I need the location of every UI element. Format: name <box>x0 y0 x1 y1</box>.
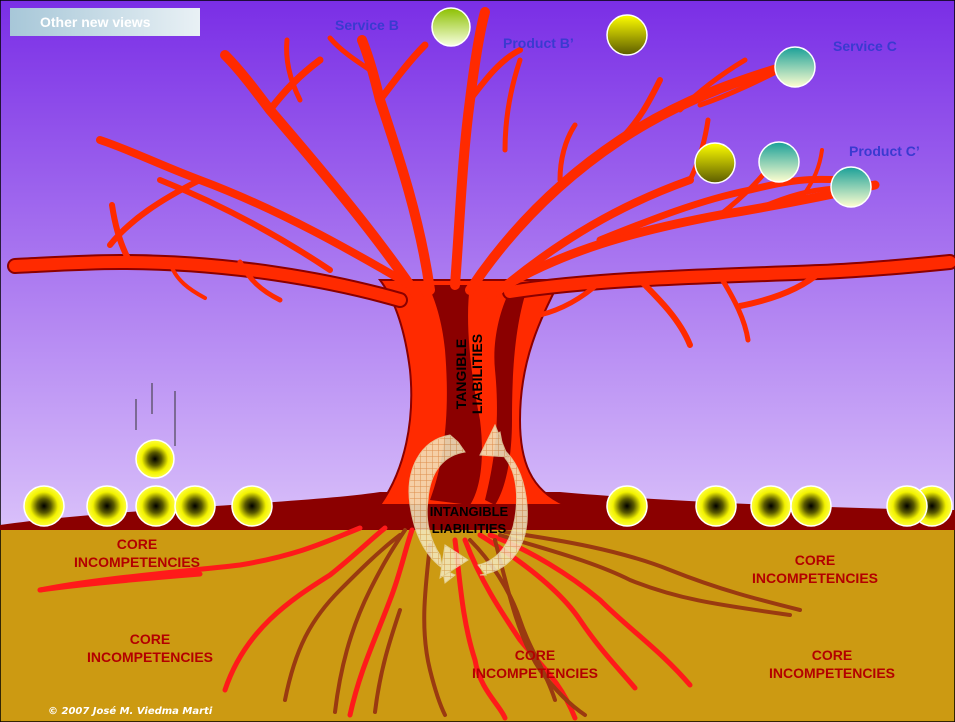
yellow-ball-icon <box>24 486 64 526</box>
yellow-ball-icon <box>136 486 176 526</box>
core-incompetencies-label: CORE INCOMPETENCIES <box>62 535 212 571</box>
core-word: CORE <box>757 646 907 664</box>
tangible-liabilities-label: TANGIBLE LIABILITIES <box>453 310 487 438</box>
core-incompetencies-label: CORE INCOMPETENCIES <box>740 551 890 587</box>
green-fruit-icon <box>432 8 470 46</box>
product-b-label: Product B’ <box>503 35 574 51</box>
teal-fruit-icon <box>775 47 815 87</box>
yellow-ball-icon <box>791 486 831 526</box>
core-word: CORE <box>460 646 610 664</box>
tab-other-new-views[interactable]: Other new views <box>10 8 200 36</box>
liabilities-word: LIABILITIES <box>413 520 525 537</box>
yellow-ball-icon <box>232 486 272 526</box>
core-incompetencies-label: CORE INCOMPETENCIES <box>460 646 610 682</box>
yellow-ball-icon <box>607 486 647 526</box>
service-c-label: Service C <box>833 38 897 54</box>
yellow-ball-icon <box>175 486 215 526</box>
product-c-label: Product C’ <box>849 143 920 159</box>
service-b-label: Service B <box>335 17 399 33</box>
core-incompetencies-label: CORE INCOMPETENCIES <box>75 630 225 666</box>
yellow-ball-icon <box>887 486 927 526</box>
core-word: CORE <box>75 630 225 648</box>
yellow-ball-icon <box>136 440 174 478</box>
core-word: CORE <box>62 535 212 553</box>
yellow-ball-icon <box>87 486 127 526</box>
core-word: CORE <box>740 551 890 569</box>
teal-fruit-icon <box>831 167 871 207</box>
incompetencies-word: INCOMPETENCIES <box>62 553 212 571</box>
incompetencies-word: INCOMPETENCIES <box>757 664 907 682</box>
copyright-text: © 2007 José M. Viedma Marti <box>48 706 212 717</box>
teal-fruit-icon <box>759 142 799 182</box>
core-incompetencies-label: CORE INCOMPETENCIES <box>757 646 907 682</box>
intangible-word: INTANGIBLE <box>413 503 525 520</box>
yellow-ball-icon <box>751 486 791 526</box>
olive-fruit-icon <box>607 15 647 55</box>
incompetencies-word: INCOMPETENCIES <box>75 648 225 666</box>
tangible-word: TANGIBLE <box>453 310 469 438</box>
intangible-liabilities-label: INTANGIBLE LIABILITIES <box>413 503 525 537</box>
liabilities-word: LIABILITIES <box>469 310 485 438</box>
incompetencies-word: INCOMPETENCIES <box>740 569 890 587</box>
yellow-ball-icon <box>696 486 736 526</box>
olive-fruit-icon <box>695 143 735 183</box>
incompetencies-word: INCOMPETENCIES <box>460 664 610 682</box>
